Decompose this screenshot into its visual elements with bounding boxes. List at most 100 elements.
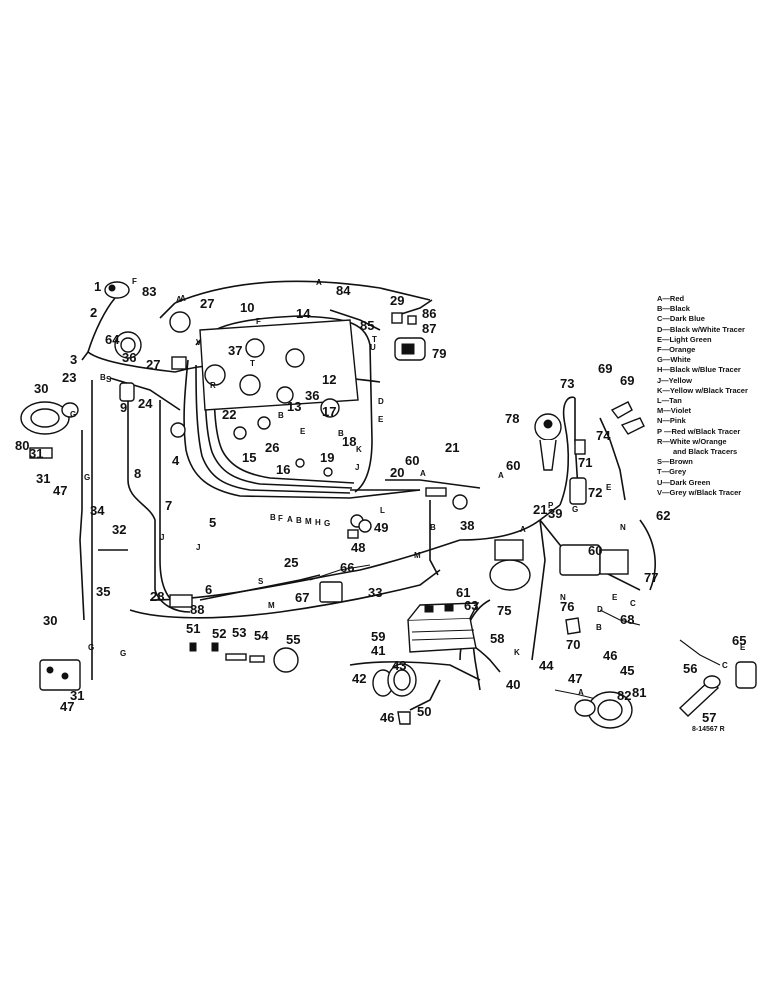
callout-87: 87	[422, 321, 436, 336]
callout-55: 55	[286, 632, 300, 647]
battery-59	[407, 602, 480, 653]
legend-entry: R—White w/Orange	[657, 436, 727, 446]
legend-entry: E—Light Green	[657, 334, 712, 344]
legend-entry: A—Red	[657, 294, 685, 303]
sender-69a	[610, 401, 633, 419]
wire-letter: T	[372, 335, 377, 344]
terminal-53	[225, 653, 247, 661]
callout-57: 57	[702, 710, 716, 725]
connector-49	[350, 514, 372, 533]
callout-23: 23	[62, 370, 76, 385]
legend-entry: and Black Tracers	[673, 447, 738, 457]
legend-entry: B—Black	[657, 304, 690, 314]
callout-31b: 31	[36, 471, 50, 486]
callout-10: 10	[240, 300, 254, 315]
callout-27a: 27	[200, 296, 214, 311]
wire-letter: B	[100, 373, 106, 382]
wire-letter: B	[596, 623, 602, 632]
figure-code: 8-14567 R	[692, 726, 725, 733]
callout-26: 26	[265, 440, 279, 455]
callout-12: 12	[322, 372, 336, 387]
legend-entry: S—Brown	[657, 457, 693, 467]
wire-letter: C	[722, 661, 728, 670]
callout-44: 44	[539, 658, 554, 673]
callout-16: 16	[276, 462, 290, 477]
legend-entry: U—Dark Green	[657, 477, 711, 487]
wire-letter: M	[305, 517, 312, 526]
callout-1: 1	[94, 279, 101, 294]
wire-letter: V	[196, 338, 202, 347]
callout-68: 68	[620, 612, 634, 627]
callout-76: 76	[560, 599, 574, 614]
callout-20: 20	[390, 465, 404, 480]
wire-letter: A	[498, 471, 504, 480]
callout-69b: 69	[620, 373, 634, 388]
wire-letter: P	[548, 501, 554, 510]
callout-28: 28	[150, 589, 164, 604]
wire-letter: B	[296, 516, 302, 525]
wire-letter: F	[132, 277, 137, 286]
callout-86: 86	[422, 306, 436, 321]
connector-48	[347, 529, 359, 539]
callout-53: 53	[232, 625, 246, 640]
callout-13: 13	[287, 399, 301, 414]
legend-entry: N—Pink	[657, 416, 686, 426]
legend-entry: C—Dark Blue	[657, 314, 705, 324]
wire-letter: B	[270, 513, 276, 522]
callout-54: 54	[254, 628, 269, 643]
grommet-55	[273, 647, 299, 673]
callout-42: 42	[352, 671, 366, 686]
wire-letter: A	[578, 688, 584, 697]
wire-letter: T	[250, 359, 255, 368]
wire-letter: F	[256, 317, 261, 326]
starter-75	[489, 539, 531, 591]
components	[20, 281, 757, 729]
legend-entry: F—Orange	[657, 345, 696, 355]
callout-80: 80	[15, 438, 29, 453]
callout-6: 6	[205, 582, 212, 597]
callout-27b: 27	[146, 357, 160, 372]
wire-letter: G	[572, 505, 578, 514]
wire-letter: N	[560, 593, 566, 602]
callout-31a: 31	[29, 446, 43, 461]
wire-letter: J	[160, 533, 164, 542]
callout-17: 17	[322, 404, 336, 419]
wire-letters: F A A T F V T R D E K J B F A B M H G L …	[70, 277, 746, 697]
wire-letter: H	[315, 518, 321, 527]
wire-letter: N	[620, 523, 626, 532]
callout-56: 56	[683, 661, 697, 676]
callout-81: 81	[632, 685, 646, 700]
legend-entry: P —Red w/Black Tracer	[657, 426, 741, 436]
wire-letter: U	[370, 343, 376, 352]
wire-letter: G	[84, 473, 90, 482]
callout-15: 15	[242, 450, 256, 465]
wire-letter: D	[597, 605, 603, 614]
wire-letter: E	[612, 593, 618, 602]
callout-37: 37	[228, 343, 242, 358]
legend-entry: T—Grey	[657, 467, 687, 477]
switch-65	[735, 661, 757, 689]
callout-71: 71	[578, 455, 592, 470]
callout-8: 8	[134, 466, 141, 481]
light-30	[20, 401, 79, 435]
callout-31c: 31	[70, 688, 84, 703]
callout-25: 25	[284, 555, 298, 570]
callout-60b: 60	[506, 458, 520, 473]
callout-18: 18	[342, 434, 356, 449]
wire-letter: M	[414, 551, 421, 560]
connector-88	[169, 594, 193, 608]
wire-letter: E	[740, 643, 746, 652]
light-assembly-45	[574, 691, 633, 729]
callout-35: 35	[96, 584, 110, 599]
callout-66: 66	[340, 560, 354, 575]
callout-32: 32	[112, 522, 126, 537]
wire-letter: J	[355, 463, 359, 472]
callout-41: 41	[371, 643, 385, 658]
terminal-54	[249, 655, 265, 663]
wire-letter: A	[420, 469, 426, 478]
callout-58: 58	[490, 631, 504, 646]
callout-47b: 47	[60, 699, 74, 714]
callout-2: 2	[90, 305, 97, 320]
wire-letter: E	[300, 427, 306, 436]
